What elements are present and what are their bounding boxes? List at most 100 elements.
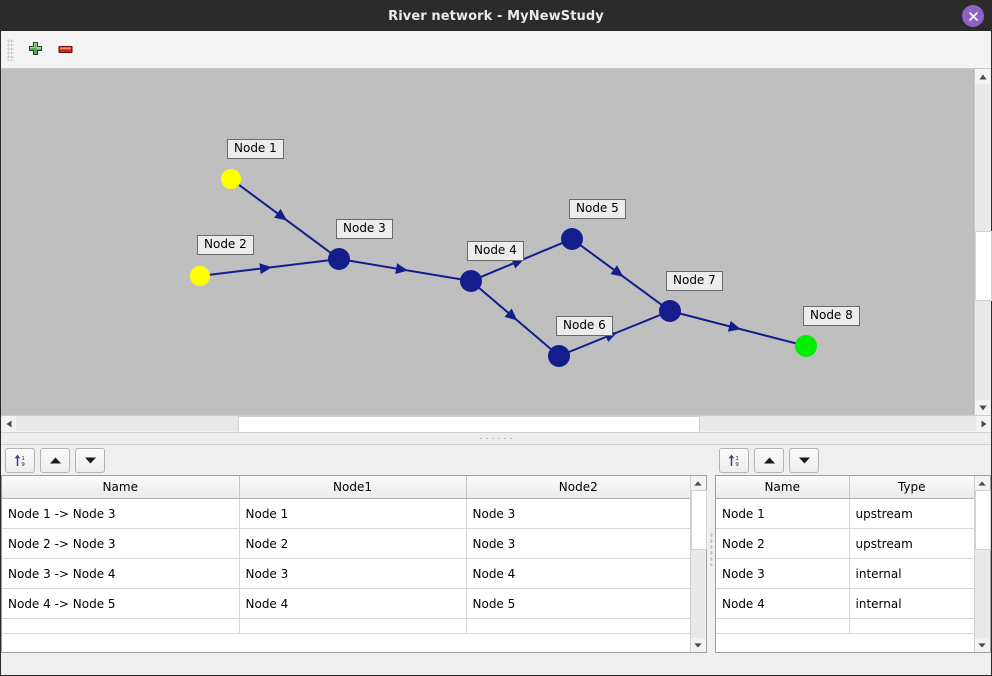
triangle-right-icon [981,420,986,427]
plus-icon [28,41,42,56]
table-cell[interactable]: Node 5 [466,588,690,619]
table-cell[interactable]: Node 2 -> Node 3 [2,528,240,559]
delete-node-button[interactable] [50,35,80,65]
column-header[interactable]: Type [849,476,974,499]
table-cell[interactable]: Node 3 [716,558,850,589]
canvas-horizontal-scrollbar[interactable] [1,415,991,433]
table-cell[interactable]: upstream [849,528,974,559]
table-row-empty[interactable] [716,618,974,634]
table-cell-empty[interactable] [466,618,690,634]
add-node-button[interactable] [20,35,50,65]
table-cell[interactable]: Node 3 [239,558,467,589]
canvas-vscroll-thumb[interactable] [975,231,992,301]
node-move-down-button[interactable] [789,447,819,473]
graph-node-label[interactable]: Node 7 [666,271,723,291]
column-header[interactable]: Name [716,476,850,499]
triangle-left-icon [6,420,11,427]
graph-node[interactable] [561,228,583,250]
table-cell-empty[interactable] [849,618,974,634]
node-scroll-down-button[interactable] [975,638,989,652]
graph-node-label[interactable]: Node 2 [197,235,254,255]
network-canvas[interactable]: Node 1 Node 2 Node 3 Node 4 Node 5 Node 6 Node… [1,69,974,415]
scroll-down-button[interactable] [975,400,990,415]
column-header[interactable]: Node2 [466,476,690,499]
vertical-splitter-grip-icon [709,532,713,566]
scroll-up-button[interactable] [975,69,990,84]
graph-node[interactable] [548,345,570,367]
column-header[interactable]: Node1 [239,476,467,499]
reach-table-vertical-scrollbar[interactable] [690,476,707,652]
table-cell[interactable]: Node 4 [239,588,467,619]
reach-move-down-button[interactable] [75,447,105,473]
node-vscroll-thumb[interactable] [975,490,991,550]
table-cell[interactable]: Node 2 [716,528,850,559]
graph-node-label[interactable]: Node 6 [556,316,613,336]
table-cell[interactable]: Node 3 [466,528,690,559]
close-button[interactable] [962,5,984,27]
table-cell[interactable]: Node 2 [239,528,467,559]
table-cell[interactable]: internal [849,588,974,619]
table-cell[interactable]: Node 1 -> Node 3 [2,498,240,529]
reach-move-up-button[interactable] [40,447,70,473]
reach-scroll-up-button[interactable] [691,476,705,490]
table-cell-empty[interactable] [716,618,850,634]
toolbar-grip[interactable] [7,38,14,61]
horizontal-splitter[interactable] [1,432,991,445]
arrow-down-icon [84,457,96,463]
column-header[interactable]: Name [2,476,240,499]
graph-node[interactable] [795,335,817,357]
scroll-left-button[interactable] [1,416,16,431]
graph-node-label[interactable]: Node 8 [803,306,860,326]
sort-ascending-icon: 1 9 [728,454,739,468]
table-cell[interactable]: Node 3 [466,498,690,529]
table-cell[interactable]: Node 4 [466,558,690,589]
vertical-splitter[interactable] [707,445,715,653]
table-cell-empty[interactable] [239,618,467,634]
table-cell[interactable]: Node 3 -> Node 4 [2,558,240,589]
close-icon [968,11,978,21]
canvas-vertical-scrollbar[interactable] [974,69,992,415]
svg-text:9: 9 [21,462,25,468]
arrow-down-icon [798,457,810,463]
node-move-up-button[interactable] [754,447,784,473]
graph-node[interactable] [221,169,241,189]
graph-node[interactable] [659,300,681,322]
table-cell[interactable]: Node 1 [716,498,850,529]
table-cell[interactable]: Node 4 [716,588,850,619]
graph-node-label[interactable]: Node 1 [227,139,284,159]
node-table-vertical-scrollbar[interactable] [974,476,991,652]
reach-vscroll-thumb[interactable] [691,490,707,550]
table-cell[interactable]: internal [849,558,974,589]
table-cell[interactable]: upstream [849,498,974,529]
graph-node-label[interactable]: Node 5 [569,199,626,219]
table-cell-empty[interactable] [2,618,240,634]
node-sort-button[interactable]: 1 9 [719,447,749,473]
reach-sort-button[interactable]: 1 9 [5,447,35,473]
canvas-hscroll-thumb[interactable] [238,416,700,433]
graph-node[interactable] [460,270,482,292]
scroll-right-button[interactable] [976,416,991,431]
table-row-empty[interactable] [2,618,690,634]
table-cell[interactable]: Node 1 [239,498,467,529]
graph-node-label[interactable]: Node 3 [336,219,393,239]
graph-node[interactable] [190,266,210,286]
reach-scroll-down-button[interactable] [691,638,705,652]
graph-node-label[interactable]: Node 4 [467,241,524,261]
table-cell[interactable]: Node 4 -> Node 5 [2,588,240,619]
graph-node[interactable] [328,248,350,270]
node-scroll-up-button[interactable] [975,476,989,490]
